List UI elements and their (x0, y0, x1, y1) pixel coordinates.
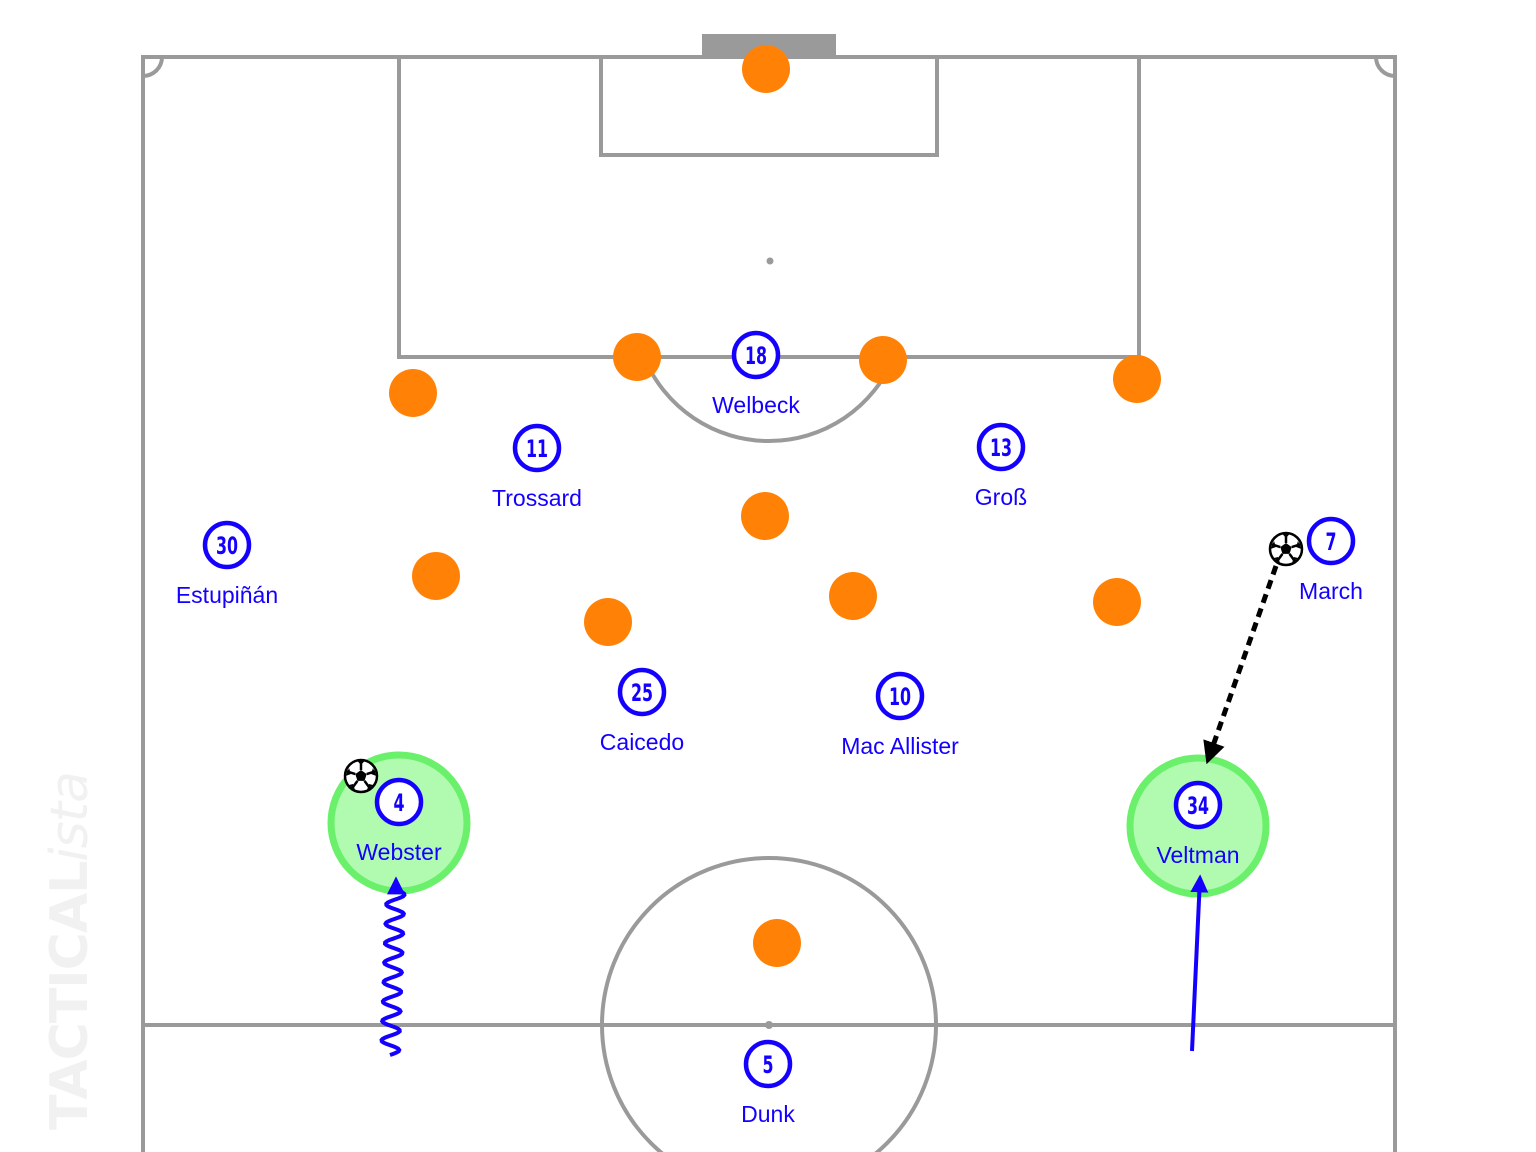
movement-layer (379, 565, 1279, 1057)
player-number: 25 (631, 679, 653, 707)
opponent-marker (1093, 578, 1141, 626)
centre-spot (765, 1021, 773, 1029)
player-number-badge (202, 520, 252, 570)
opponent-marker (859, 336, 907, 384)
player-name: Trossard (492, 485, 582, 511)
player-number-badge (617, 667, 667, 717)
dribble-arrow-icon (379, 876, 407, 1057)
player-name: Veltman (1156, 842, 1239, 868)
player-number-badge (1173, 780, 1223, 830)
player-name: Estupiñán (176, 582, 278, 608)
centre-circle (600, 856, 938, 1152)
player-number-badge (875, 671, 925, 721)
player-number-badge (743, 1039, 793, 1089)
player-name: Mac Allister (841, 733, 959, 759)
player-number: 10 (889, 683, 911, 711)
player-name: Caicedo (600, 729, 684, 755)
opponent-layer (389, 45, 1161, 967)
opponent-marker (389, 369, 437, 417)
player-name: Welbeck (712, 392, 800, 418)
corner-arc-left (142, 56, 164, 78)
corner-arc-right (1374, 56, 1396, 78)
ball-layer (343, 531, 1304, 794)
player-name: Webster (356, 839, 442, 865)
penalty-spot (766, 257, 774, 265)
opponent-marker (412, 552, 460, 600)
opponent-marker (584, 598, 632, 646)
opponent-marker (1113, 355, 1161, 403)
watermark: TACTICALista (40, 772, 100, 1130)
player-number-badge (731, 330, 781, 380)
player-number: 34 (1187, 792, 1209, 820)
pitch-markings (141, 34, 1397, 1152)
player-name: Groß (975, 484, 1027, 510)
opponent-marker (753, 919, 801, 967)
penalty-area (397, 57, 1141, 359)
football-icon (343, 758, 379, 794)
football-icon (1268, 531, 1304, 567)
player-number-badge (976, 422, 1026, 472)
pass-arrow-icon (1203, 565, 1279, 765)
player-name: Dunk (741, 1101, 795, 1127)
player-number: 13 (990, 434, 1012, 462)
goal (702, 34, 836, 56)
player-number: 18 (745, 342, 767, 370)
opponent-marker (741, 492, 789, 540)
penalty-arc (642, 356, 896, 444)
opponent-marker (829, 572, 877, 620)
player-number-badge (374, 777, 424, 827)
highlight-layer (327, 751, 1270, 898)
player-number: 11 (526, 435, 548, 463)
player-number-badge (1306, 516, 1356, 566)
player-number-badge (512, 423, 562, 473)
goal-area (599, 57, 939, 157)
touchline-left (141, 55, 1397, 1152)
player-number: 30 (216, 532, 238, 560)
player-number: 7 (1326, 528, 1337, 556)
player-number: 4 (394, 789, 405, 817)
opponent-marker (613, 333, 661, 381)
player-number: 5 (763, 1051, 774, 1079)
opponent-marker (742, 45, 790, 93)
player-name: March (1299, 578, 1363, 604)
run-arrow-icon (1190, 874, 1209, 1052)
